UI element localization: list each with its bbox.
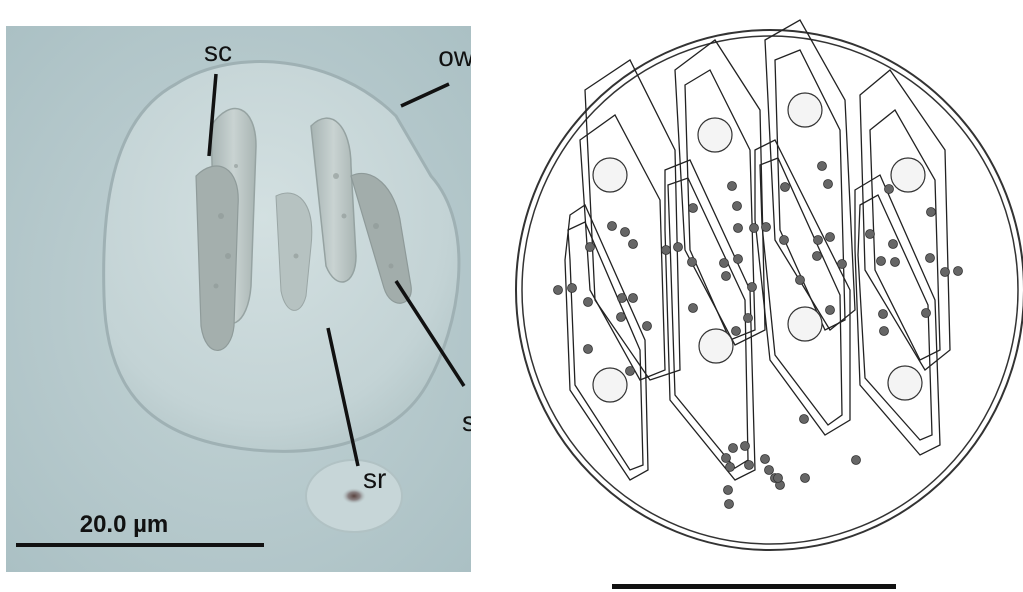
micrograph: sc ow sz sr 20.0 µm — [6, 26, 471, 572]
micrograph-panel: sc ow sz sr 20.0 µm — [6, 26, 471, 572]
nucleus-3 — [788, 93, 822, 127]
micrograph-scale-bar-label: 20.0 µm — [80, 511, 169, 538]
label-sr: sr — [363, 463, 386, 494]
nucleus-6 — [699, 329, 733, 363]
nucleus-2 — [698, 118, 732, 152]
line-drawing — [500, 0, 1023, 592]
nucleus-5 — [593, 368, 627, 402]
nucleus-1 — [593, 158, 627, 192]
drawing-panel — [500, 0, 1023, 592]
drawing-scale-bar — [612, 584, 896, 589]
sporocyst-2 — [276, 193, 312, 310]
nucleus-8 — [888, 366, 922, 400]
label-sc: sc — [204, 36, 232, 67]
label-ow: ow — [438, 41, 471, 72]
micrograph-scale-bar — [16, 543, 264, 547]
sporozoite-1 — [196, 166, 238, 350]
label-sz: sz — [462, 406, 471, 437]
nucleus-7 — [788, 307, 822, 341]
nucleus-4 — [891, 158, 925, 192]
